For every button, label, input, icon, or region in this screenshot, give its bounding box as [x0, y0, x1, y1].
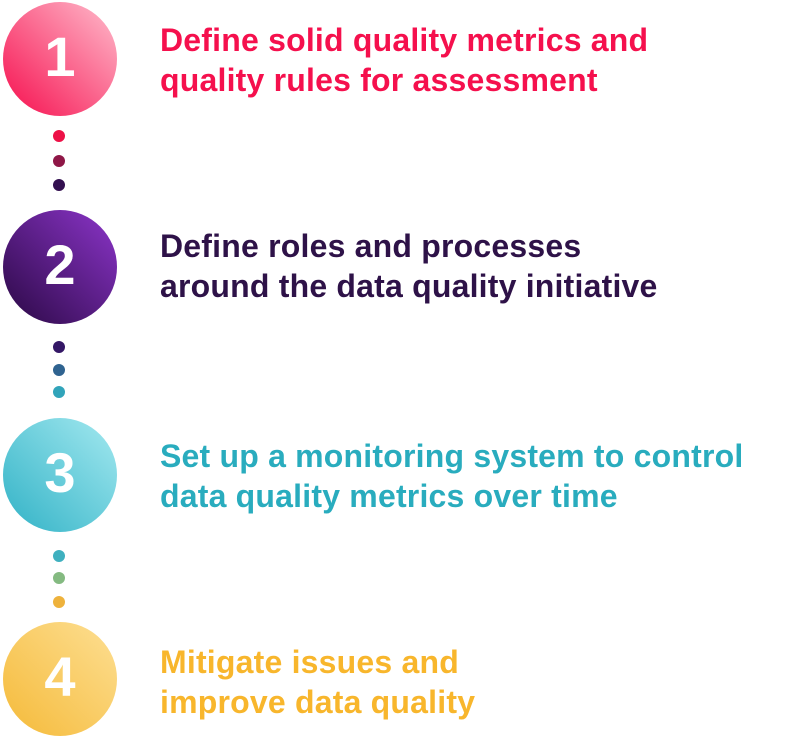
connector-1-dot-1: [53, 130, 65, 142]
connector-2-dot-3: [53, 386, 65, 398]
connector-1-dot-3: [53, 179, 65, 191]
connector-1-dot-2: [53, 155, 65, 167]
connector-3-dot-1: [53, 550, 65, 562]
step-4-label: Mitigate issues and improve data quality: [160, 642, 475, 722]
step-2-label-line1: Define roles and processes: [160, 228, 582, 264]
step-2-label: Define roles and processes around the da…: [160, 226, 658, 306]
step-1-label-line1: Define solid quality metrics and: [160, 22, 649, 58]
step-3-label-line1: Set up a monitoring system to control: [160, 438, 744, 474]
connector-2-dot-1: [53, 341, 65, 353]
step-1-badge: 1: [3, 2, 117, 116]
connector-3-dot-2: [53, 572, 65, 584]
step-1-label: Define solid quality metrics and quality…: [160, 20, 648, 100]
step-3-number: 3: [44, 441, 76, 504]
step-3-badge: 3: [3, 418, 117, 532]
step-2-badge: 2: [3, 210, 117, 324]
connector-3-dot-3: [53, 596, 65, 608]
step-3-label-line2: data quality metrics over time: [160, 478, 618, 514]
step-4-badge: 4: [3, 622, 117, 736]
step-4-label-line2: improve data quality: [160, 684, 476, 720]
step-3-label: Set up a monitoring system to control da…: [160, 436, 743, 516]
step-2-number: 2: [44, 233, 76, 296]
step-4-label-line1: Mitigate issues and: [160, 644, 459, 680]
step-1-label-line2: quality rules for assessment: [160, 62, 598, 98]
connector-2-dot-2: [53, 364, 65, 376]
step-2-label-line2: around the data quality initiative: [160, 268, 658, 304]
step-1-number: 1: [44, 25, 76, 88]
step-4-number: 4: [44, 645, 76, 708]
